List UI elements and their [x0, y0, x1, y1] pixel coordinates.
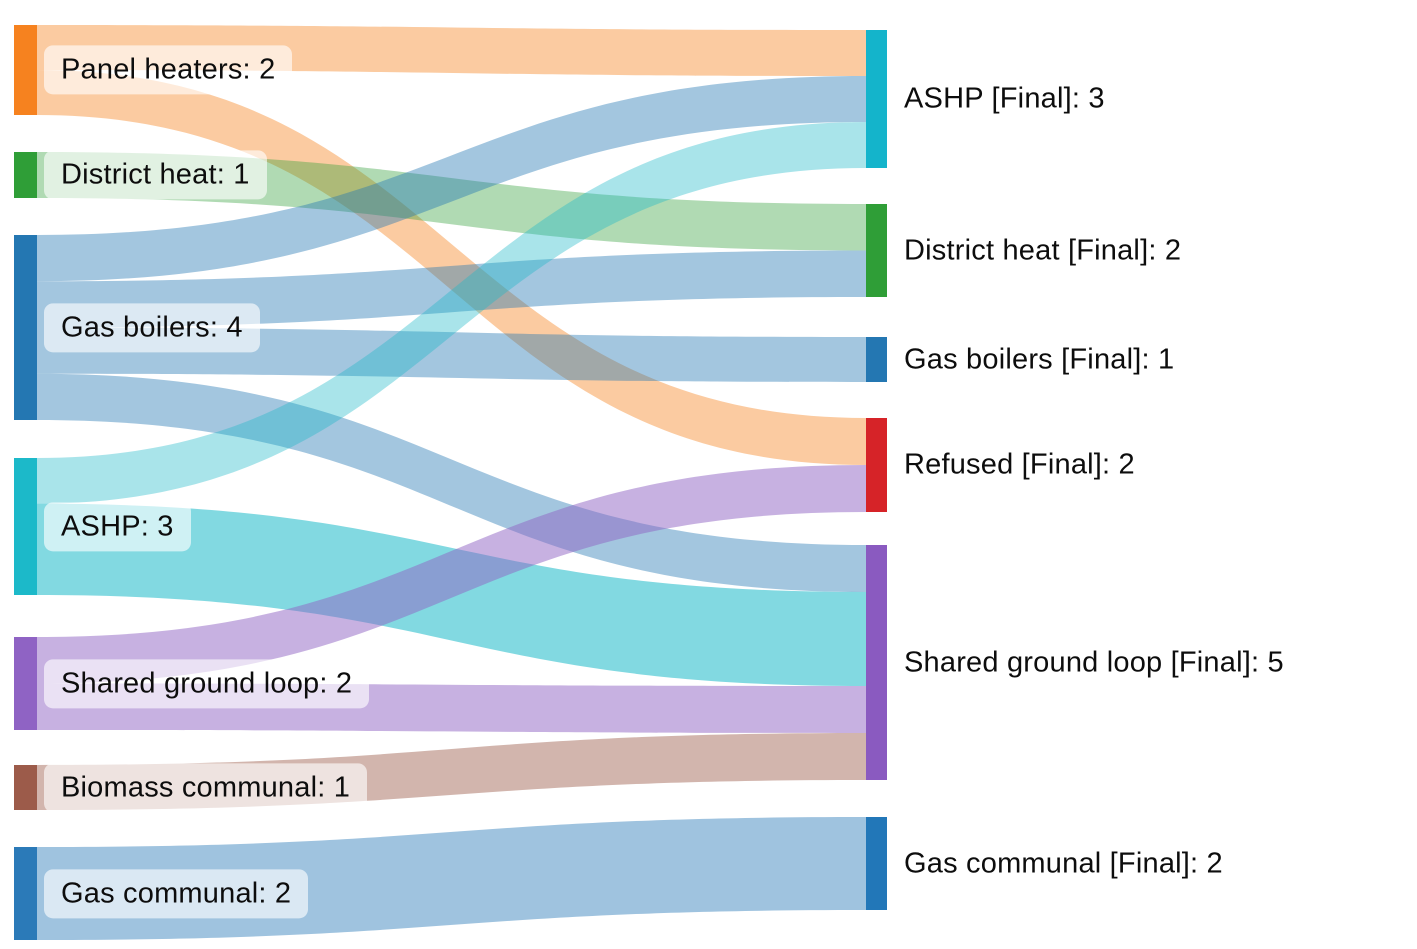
sankey-link-gas-boilers-to-ashp-final[interactable] [37, 76, 866, 282]
node-label-panel-heaters: Panel heaters: 2 [44, 45, 293, 95]
node-label-ashp: ASHP: 3 [44, 501, 191, 552]
sankey-link-shared-ground-loop-to-refused-final[interactable] [37, 465, 866, 684]
sankey-node-refused-final[interactable] [866, 418, 887, 512]
sankey-node-district-heat[interactable] [14, 152, 37, 198]
sankey-node-panel-heaters[interactable] [14, 25, 37, 115]
sankey-node-ashp-final[interactable] [866, 30, 887, 168]
node-label-ashp-final: ASHP [Final]: 3 [904, 82, 1105, 115]
sankey-node-shared-ground-loop-final[interactable] [866, 545, 887, 780]
node-label-district-heat-final: District heat [Final]: 2 [904, 233, 1182, 266]
sankey-node-gas-communal-final[interactable] [866, 817, 887, 910]
node-label-gas-boilers: Gas boilers: 4 [44, 302, 260, 353]
sankey-node-shared-ground-loop[interactable] [14, 637, 37, 730]
sankey-link-panel-heaters-to-refused-final[interactable] [37, 70, 866, 465]
node-label-refused-final: Refused [Final]: 2 [904, 448, 1135, 481]
node-label-district-heat: District heat: 1 [44, 150, 267, 200]
sankey-node-district-heat-final[interactable] [866, 204, 887, 297]
sankey-node-gas-boilers-final[interactable] [866, 337, 887, 382]
sankey-node-biomass-communal[interactable] [14, 765, 37, 810]
node-label-shared-ground-loop: Shared ground loop: 2 [44, 658, 370, 709]
sankey-link-ashp-to-ashp-final[interactable] [37, 122, 866, 504]
sankey-node-ashp[interactable] [14, 458, 37, 595]
node-label-gas-communal-final: Gas communal [Final]: 2 [904, 846, 1223, 879]
node-label-shared-ground-loop-final: Shared ground loop [Final]: 5 [904, 645, 1284, 678]
node-label-biomass-communal: Biomass communal: 1 [44, 762, 368, 813]
sankey-node-gas-boilers[interactable] [14, 235, 37, 420]
sankey-node-gas-communal[interactable] [14, 847, 37, 940]
node-label-gas-communal: Gas communal: 2 [44, 868, 309, 919]
node-label-gas-boilers-final: Gas boilers [Final]: 1 [904, 342, 1175, 375]
sankey-link-gas-boilers-to-shared-ground-loop-final[interactable] [37, 373, 866, 592]
